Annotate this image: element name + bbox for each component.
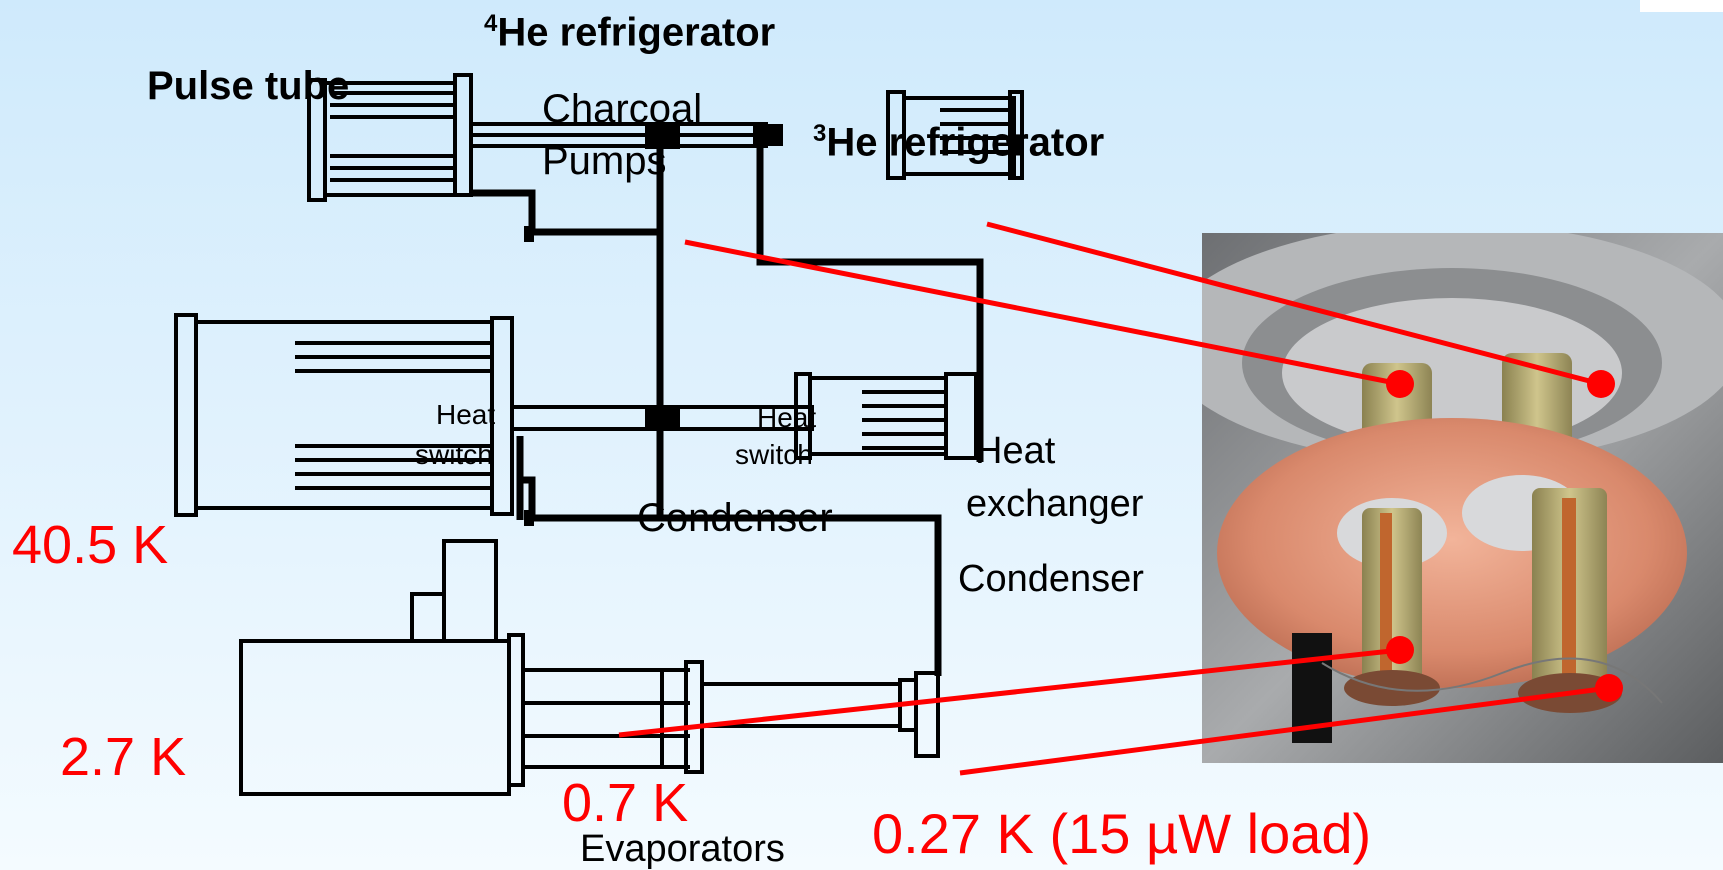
charcoal-junction (645, 123, 680, 149)
marker-dot-he3 (1587, 370, 1615, 398)
condenser-pipe (660, 514, 942, 676)
evaporators-label: Evaporators (580, 828, 785, 870)
he4-refrigerator-label: 4He refrigerator (484, 10, 776, 55)
pump-branch-pipe (470, 189, 660, 236)
heat-exchanger-label-2: exchanger (966, 483, 1144, 525)
he3-refrigerator-label: 3He refrigerator (813, 120, 1105, 165)
condenser-center-label: Condenser (637, 496, 833, 540)
heat-switch-left-label-2: switch (415, 439, 493, 470)
pulse-tube-stage (307, 73, 473, 202)
lower-branch-pipe (522, 476, 660, 522)
heat-exchanger-label-1: Heat (975, 430, 1056, 472)
condenser-right-label: Condenser (958, 558, 1144, 600)
temp-0-27k: 0.27 K (15 µW load) (872, 802, 1372, 865)
stage-2-7k-box (239, 539, 940, 796)
stage-40k-cylinder (174, 313, 514, 517)
heat-switch-right-label-2: switch (735, 439, 813, 470)
marker-dot-0-7k (1386, 636, 1414, 664)
pointer-line-0-27k (959, 685, 1610, 776)
temp-0-7k: 0.7 K (562, 773, 689, 833)
pulse-tube-label: Pulse tube (147, 64, 350, 108)
marker-dot-he4 (1386, 370, 1414, 398)
marker-dot-0-27k (1595, 674, 1623, 702)
he3-junction (753, 124, 783, 146)
he3-return-pipe (756, 134, 984, 462)
temp-40-5k: 40.5 K (12, 515, 169, 575)
heat-switch-right-label-1: Heat (757, 402, 817, 433)
heat-switch-junction (645, 405, 680, 431)
heat-switch-left-label-1: Heat (436, 399, 496, 430)
temp-2-7k: 2.7 K (60, 727, 187, 787)
right-heat-switch (794, 372, 978, 460)
pumps-label: Pumps (542, 139, 667, 183)
cryostat-photo (1202, 233, 1723, 763)
corner-marker (1640, 0, 1723, 12)
pointer-line-he4 (684, 239, 1401, 387)
pointer-line-he3 (986, 221, 1602, 387)
charcoal-label: Charcoal (542, 87, 703, 131)
he3-stage (886, 90, 1024, 180)
pointer-line-0-7k (618, 647, 1401, 738)
